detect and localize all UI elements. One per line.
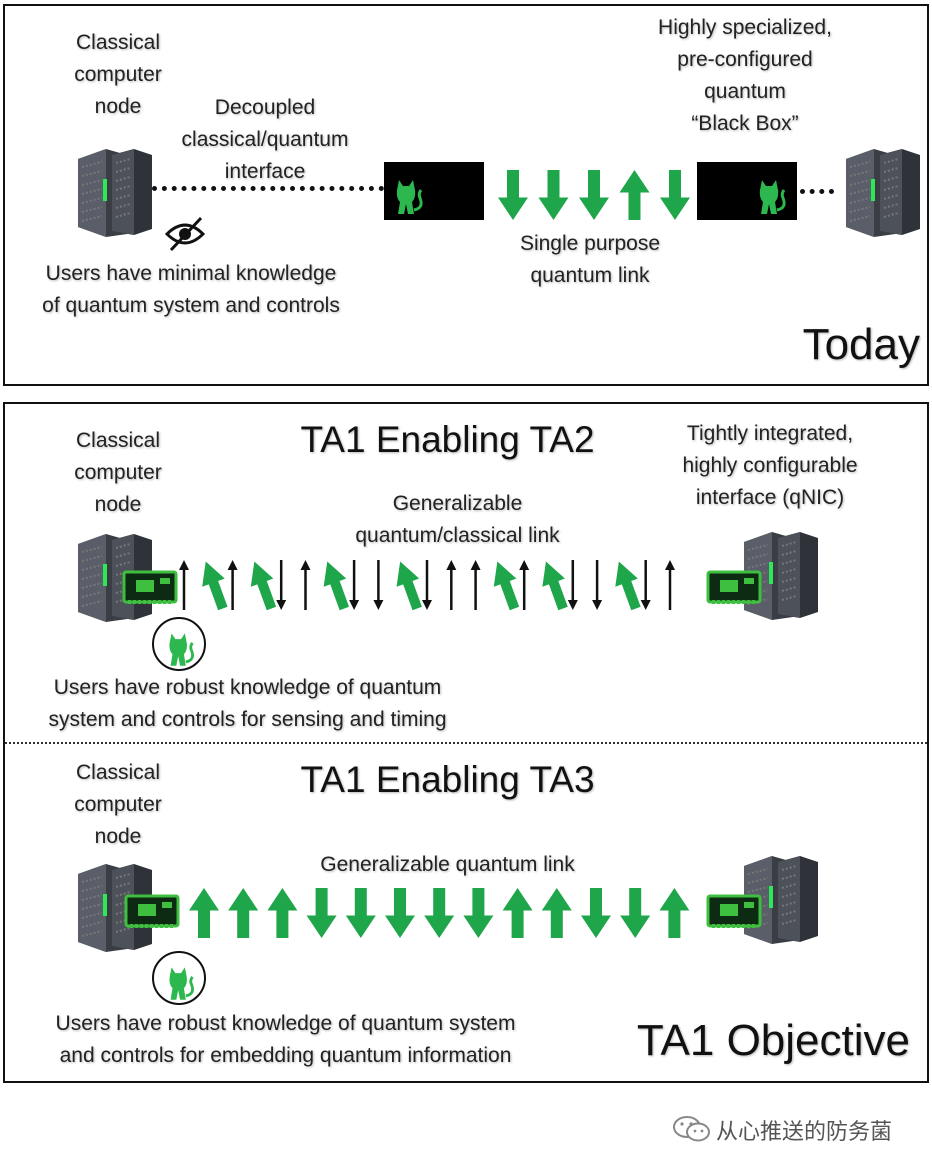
ta2-left-node-label: Classical computer node xyxy=(74,429,162,516)
footer-watermark: 从心推送的防务菌 xyxy=(716,1119,893,1144)
ta2-link-arrows xyxy=(179,560,675,611)
ta3-title: TA1 Enabling TA3 xyxy=(300,759,595,800)
today-right-dotted-link xyxy=(800,189,834,194)
arrow-up-icon xyxy=(502,888,533,938)
arrow-down-icon xyxy=(424,888,455,938)
arrow-up-icon xyxy=(228,888,259,938)
tilted-arrow-up-icon xyxy=(250,561,277,611)
tilted-arrow-up-icon xyxy=(493,561,520,611)
arrow-up-icon xyxy=(659,888,690,938)
today-left-server-icon xyxy=(78,149,152,237)
arrow-down-icon xyxy=(581,888,611,938)
today-black-box-left xyxy=(384,162,484,220)
arrow-down-icon xyxy=(620,888,651,938)
tilted-arrow-up-icon xyxy=(542,561,568,611)
classical-arrow-up-icon xyxy=(300,560,311,610)
arrow-down-icon xyxy=(538,170,569,220)
today-interface-label: Decoupled classical/quantum interface xyxy=(181,96,349,183)
ta2-interface-label: Tightly integrated, highly configurable … xyxy=(682,422,858,509)
classical-arrow-up-icon xyxy=(446,560,457,610)
arrow-down-icon xyxy=(306,888,337,938)
ta3-right-qnic-card-icon xyxy=(706,894,762,928)
today-black-box-right xyxy=(697,162,797,220)
ta3-left-server-icon xyxy=(78,864,152,952)
classical-arrow-down-icon xyxy=(349,560,360,610)
ta2-left-qnic-card-icon xyxy=(122,570,178,604)
tilted-arrow-up-icon xyxy=(323,561,350,611)
section-divider xyxy=(5,742,927,744)
ta2-link-label: Generalizable quantum/classical link xyxy=(355,492,560,547)
classical-arrow-up-icon xyxy=(179,560,189,610)
tilted-arrow-up-icon xyxy=(615,561,641,611)
ta3-users-label: Users have robust knowledge of quantum s… xyxy=(55,1012,516,1067)
ta2-title: TA1 Enabling TA2 xyxy=(300,419,595,460)
classical-arrow-up-icon xyxy=(665,560,675,610)
ta3-left-node-label: Classical computer node xyxy=(74,761,162,848)
ta3-link-label: Generalizable quantum link xyxy=(320,853,575,876)
ta3-corner-label: TA1 Objective xyxy=(636,1016,910,1065)
ta2-users-label: Users have robust knowledge of quantum s… xyxy=(48,676,447,731)
arrow-down-icon xyxy=(345,888,376,938)
today-users-label: Users have minimal knowledge of quantum … xyxy=(42,262,340,317)
arrow-up-icon xyxy=(267,888,298,938)
classical-arrow-up-icon xyxy=(470,560,481,610)
wechat-icon xyxy=(673,1116,710,1142)
classical-arrow-up-icon xyxy=(519,560,530,610)
today-corner-label: Today xyxy=(802,320,920,369)
today-left-dotted-link xyxy=(152,186,384,191)
arrow-up-icon xyxy=(189,888,219,938)
classical-arrow-down-icon xyxy=(373,560,384,610)
arrow-down-icon xyxy=(660,170,690,220)
arrow-down-icon xyxy=(579,170,609,220)
cat-icon xyxy=(396,180,423,214)
cat-icon xyxy=(759,180,786,214)
classical-arrow-down-icon xyxy=(640,560,651,610)
arrow-down-icon xyxy=(498,170,528,220)
today-black-box-label: Highly specialized, pre-configured quant… xyxy=(658,16,832,135)
arrow-up-icon xyxy=(619,170,650,220)
classical-arrow-down-icon xyxy=(276,560,287,610)
ta2-cat-badge-icon xyxy=(152,617,206,671)
tilted-arrow-up-icon xyxy=(202,561,228,611)
arrow-down-icon xyxy=(385,888,415,938)
ta3-link-arrows xyxy=(189,888,690,938)
ta3-cat-badge-icon xyxy=(152,951,206,1005)
ta2-left-server-icon xyxy=(78,534,152,622)
today-right-server-icon xyxy=(846,149,920,237)
classical-arrow-down-icon xyxy=(567,560,578,610)
classical-arrow-up-icon xyxy=(227,560,238,610)
today-link-label: Single purpose quantum link xyxy=(519,232,661,287)
today-link-arrows xyxy=(498,170,690,220)
today-left-node-label: Classical computer node xyxy=(74,31,162,118)
ta2-right-server-icon xyxy=(744,532,818,620)
ta3-left-qnic-card-icon xyxy=(124,894,180,928)
arrow-down-icon xyxy=(463,888,494,938)
tilted-arrow-up-icon xyxy=(396,561,422,611)
classical-arrow-down-icon xyxy=(422,560,432,610)
classical-arrow-down-icon xyxy=(592,560,603,610)
ta2-right-qnic-card-icon xyxy=(706,570,762,604)
eye-slash-icon xyxy=(164,216,206,252)
arrow-up-icon xyxy=(541,888,572,938)
